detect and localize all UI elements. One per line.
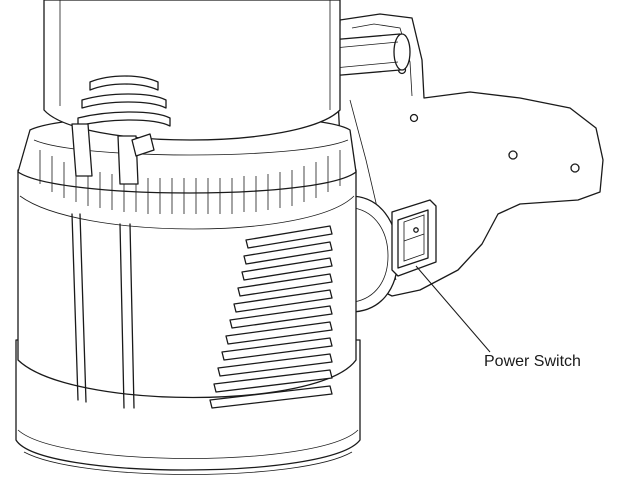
mounting-hole xyxy=(570,163,580,173)
switch-indicator-dot xyxy=(413,227,419,233)
callout-leader-line xyxy=(415,265,491,353)
upper-pipe xyxy=(329,33,411,77)
vent-slots xyxy=(209,225,333,409)
power-switch-label: Power Switch xyxy=(484,353,581,370)
mounting-hole xyxy=(508,150,518,160)
main-canister xyxy=(15,114,361,475)
power-switch xyxy=(391,199,437,277)
mounting-hole xyxy=(409,113,419,123)
upper-tube xyxy=(43,0,341,185)
